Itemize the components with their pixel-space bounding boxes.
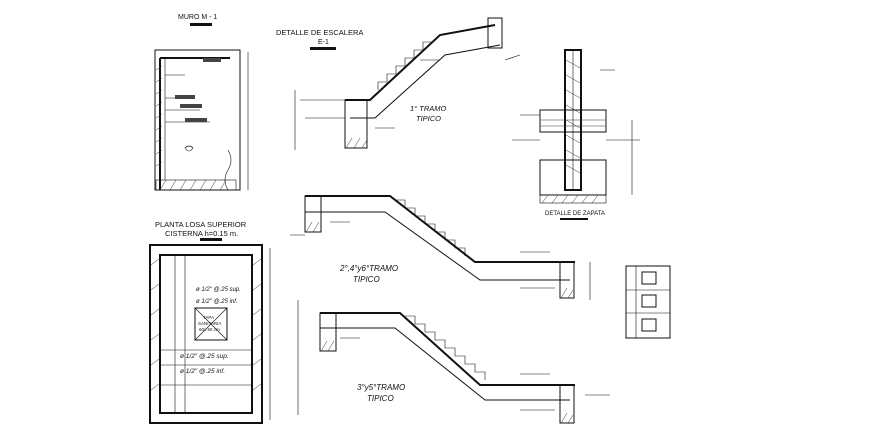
- losa-outer-wall: [149, 244, 263, 424]
- tramo1-callouts: [300, 54, 521, 129]
- zapata-beam-hatch: [541, 119, 605, 127]
- zapata-beam: [539, 109, 607, 133]
- tapa-label-1: TAPA: [203, 315, 214, 320]
- tramo3-callouts: [340, 337, 610, 411]
- losa-title-1: PLANTA LOSA SUPERIOR: [155, 220, 247, 229]
- muro-wall-hatch: [155, 65, 163, 167]
- tramo2-slab-top: [305, 195, 575, 263]
- tramo2-right-block: [559, 261, 575, 299]
- muro-note-3: [185, 118, 207, 122]
- tramo2-label-2: TIPICO: [353, 275, 380, 284]
- tapa-label-3: 60x 60 cm: [199, 327, 220, 332]
- losa-bar-label-4: ø 1/2" @.25 inf.: [180, 368, 225, 375]
- zapata-callouts: [512, 69, 640, 141]
- losa-wall-hatch: [150, 258, 262, 391]
- tramo1-slab-bottom: [350, 44, 501, 119]
- tapa-sanitaria-box: [194, 307, 228, 341]
- losa-plan-detail: PLANTA LOSA SUPERIOR CISTERNA h=0.15 m. …: [149, 220, 271, 424]
- escalera-tramo2: 2°,4°y6°TRAMO TIPICO: [290, 195, 591, 300]
- tramo2-label-1: 2°,4°y6°TRAMO: [339, 264, 398, 273]
- zapata-title-underline: [560, 218, 588, 220]
- muro-break-line: [224, 149, 232, 191]
- tramo1-label-1: 1° TRAMO: [410, 104, 447, 113]
- tapa-label-2: SANITARIA: [198, 321, 221, 326]
- muro-note-2: [180, 104, 202, 108]
- tramo2-callouts: [290, 221, 555, 289]
- escalera-tramo1: DETALLE DE ESCALERA E-1 1° TRAMO TIPICO: [276, 17, 521, 150]
- tramo3-right-block: [559, 384, 575, 424]
- losa-title-2: CISTERNA h=0.15 m.: [165, 229, 238, 238]
- tramo1-base-block: [344, 99, 368, 149]
- tramo3-label-1: 3°y5°TRAMO: [357, 383, 405, 392]
- zapata-base: [539, 194, 607, 204]
- escalera-title-underline: [310, 47, 336, 50]
- losa-title-underline: [200, 238, 222, 241]
- zapata-title: DETALLE DE ZAPATA: [545, 211, 605, 217]
- tramo1-label-2: TIPICO: [416, 114, 441, 123]
- muro-note-top: [203, 58, 221, 62]
- tramo2-steps: [395, 199, 466, 256]
- column-section-3: [641, 318, 657, 332]
- zapata-detail: DETALLE DE ZAPATA: [512, 49, 640, 220]
- losa-inner-wall: [159, 254, 253, 414]
- column-section-2: [641, 294, 657, 308]
- zapata-column-hatch: [565, 59, 581, 174]
- tramo2-slab-bottom: [305, 211, 570, 281]
- muro-m1-detail: MURO M - 1: [154, 14, 249, 191]
- column-table: [625, 265, 671, 339]
- tramo1-top-block: [487, 17, 503, 49]
- tramo1-steps: [377, 41, 432, 90]
- escalera-title: DETALLE DE ESCALERA: [276, 28, 363, 37]
- tramo2-hatch: [305, 221, 574, 299]
- losa-bar-label-2: ø 1/2" @.25 inf.: [196, 299, 238, 305]
- tramo1-base-hatch: [345, 137, 368, 149]
- muro-note-1: [175, 95, 195, 99]
- muro-title: MURO M - 1: [178, 14, 217, 21]
- column-table-frame: [625, 265, 671, 339]
- tramo2-left-block: [304, 195, 322, 233]
- muro-footing: [155, 179, 237, 191]
- tramo3-hatch: [320, 340, 574, 424]
- zapata-base-hatch: [541, 194, 599, 204]
- tramo1-slab-top: [345, 24, 496, 101]
- column-section-1: [641, 271, 657, 285]
- tramo3-left-block: [319, 312, 337, 352]
- escalera-tramo3: 3°y5°TRAMO TIPICO: [297, 300, 610, 424]
- muro-footing-hatch: [159, 179, 227, 191]
- losa-bar-label-3: ø 1/2" @.25 sup.: [180, 353, 229, 360]
- muro-title-underline: [190, 23, 212, 26]
- losa-bar-label-1: ø 1/2" @.25 sup.: [196, 287, 241, 293]
- tramo3-label-2: TIPICO: [367, 394, 394, 403]
- tramo3-slab-top: [320, 312, 575, 386]
- muro-symbol: [184, 145, 194, 152]
- tramo3-steps: [405, 315, 486, 380]
- escalera-code: E-1: [318, 39, 329, 46]
- tapa-diagonal-2: [194, 307, 228, 341]
- tramo3-slab-bottom: [320, 327, 570, 401]
